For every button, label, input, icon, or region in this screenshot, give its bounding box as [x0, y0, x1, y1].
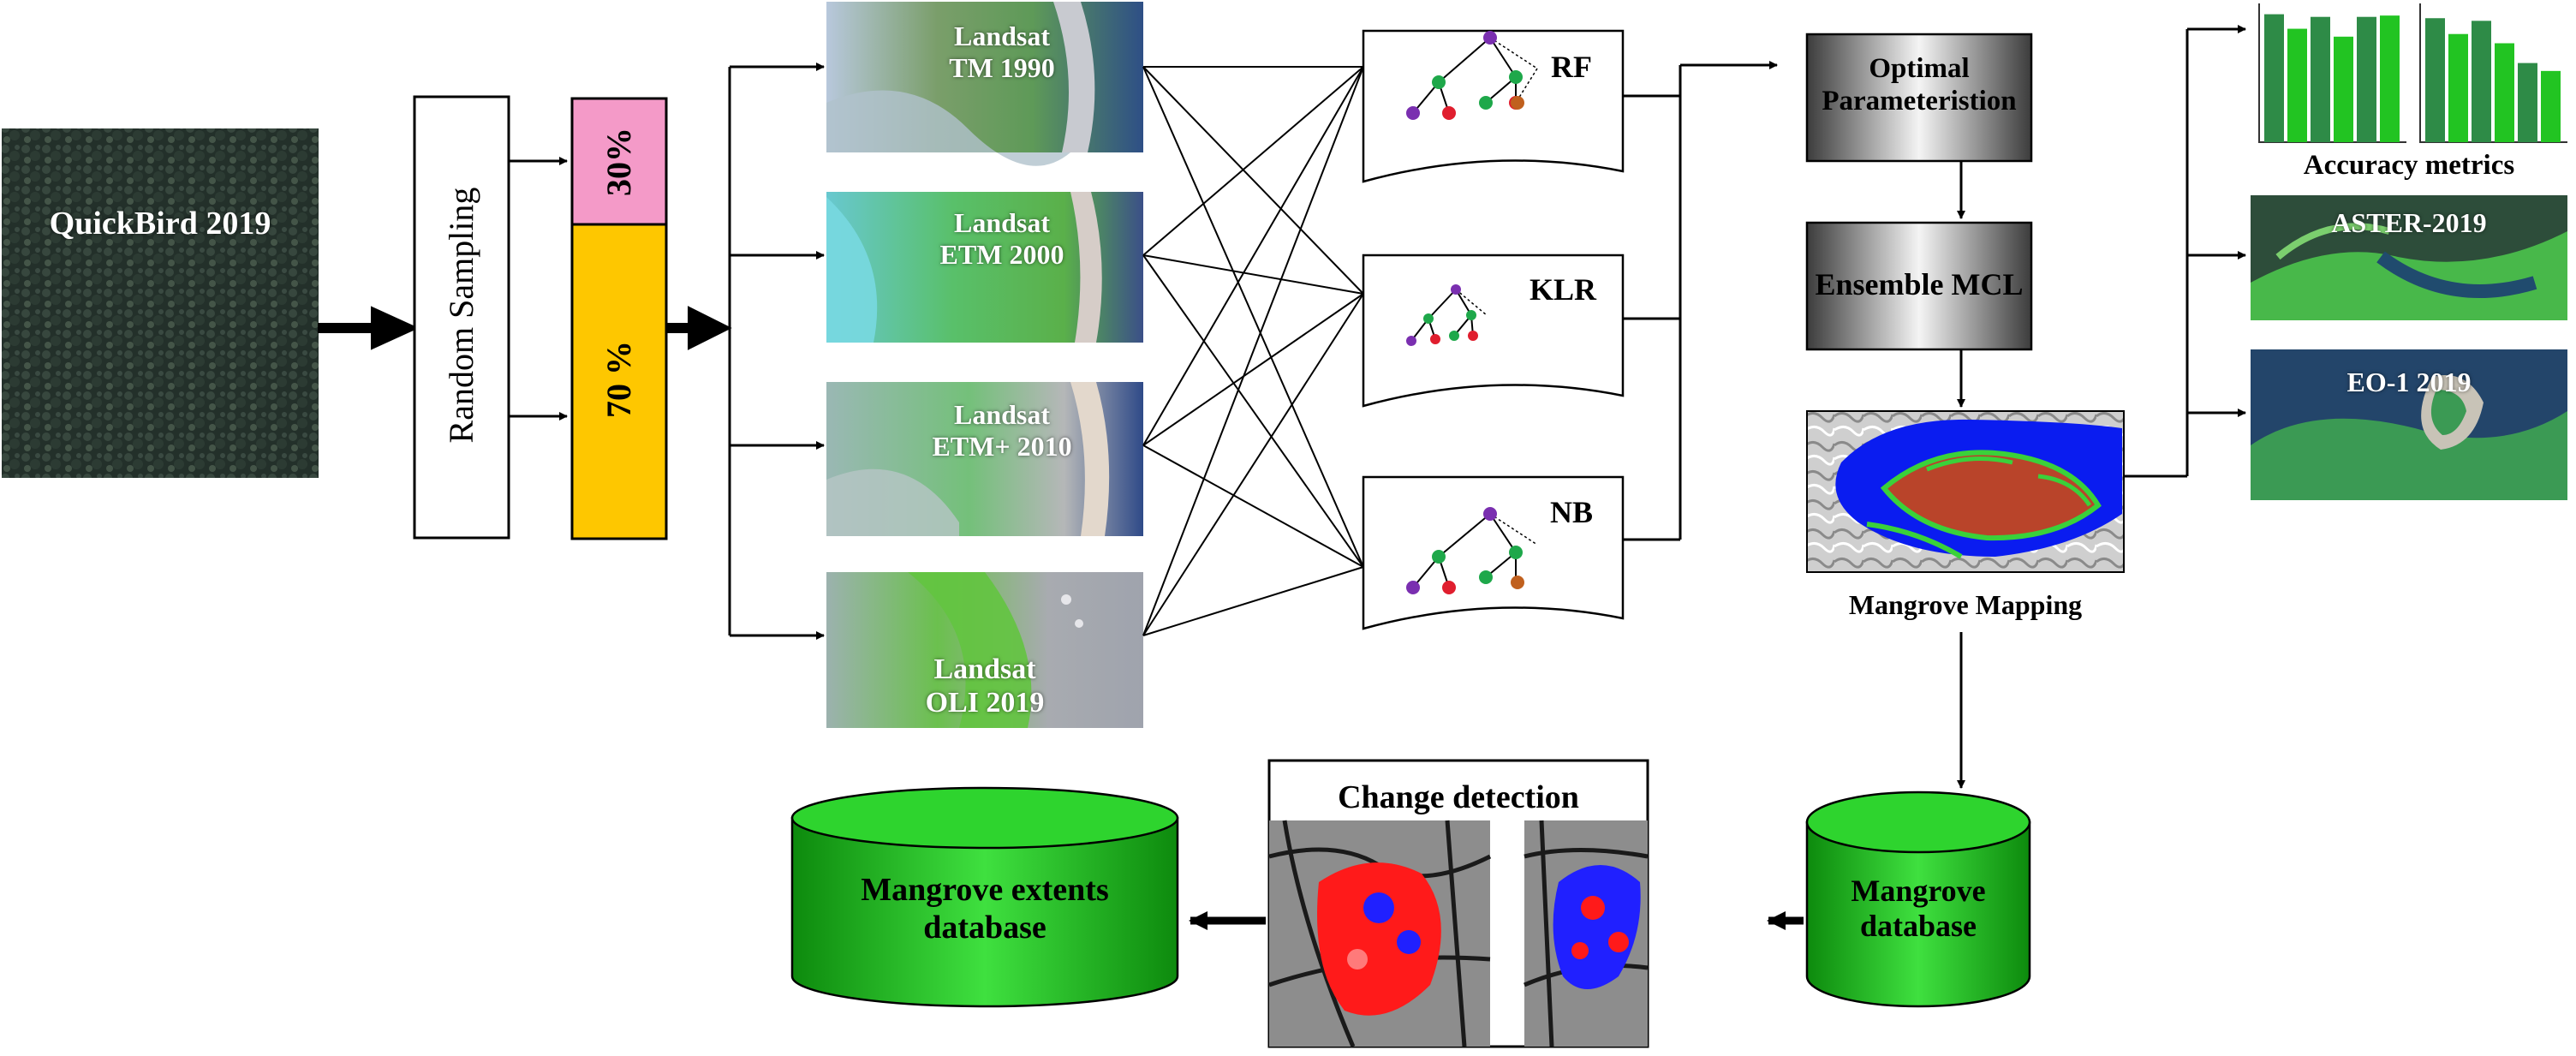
eo1-image — [2251, 349, 2567, 500]
model-doc-klr — [1362, 254, 1625, 408]
split-70-box — [570, 223, 668, 540]
change-map-left — [1268, 820, 1492, 1047]
landsat-image-2010 — [826, 382, 1143, 536]
accuracy-bar — [2541, 70, 2561, 142]
optimal-parameterisation-label: Optimal Parameteristion — [1822, 53, 2017, 116]
validation-bracket — [2124, 25, 2246, 478]
quickbird-label: QuickBird 2019 — [49, 206, 271, 242]
mangrove-extents-database-label: Mangrove extents database — [861, 872, 1109, 946]
accuracy-bar — [2287, 28, 2307, 143]
model-label-nb: NB — [1549, 495, 1593, 529]
accuracy-bar — [2334, 36, 2353, 142]
ensemble-mcl-label: Ensemble MCL — [1815, 267, 2024, 301]
quickbird-image — [2, 128, 319, 478]
accuracy-bar — [2472, 21, 2491, 142]
accuracy-metrics-chart — [2258, 3, 2567, 143]
mangrove-extents-cylinder — [790, 786, 1179, 1008]
landsat-label-2000: Landsat ETM 2000 — [939, 207, 1064, 270]
landsat-image-1990 — [826, 2, 1143, 166]
thick-arrow-split-landsat — [665, 306, 732, 350]
mangrove-database-label: Mangrove database — [1851, 874, 1986, 944]
split-70-label: 70 % — [599, 341, 638, 418]
accuracy-metrics-caption: Accuracy metrics — [2303, 150, 2515, 181]
split-30-label: 30% — [599, 128, 638, 196]
mangrove-mapping-caption: Mangrove Mapping — [1848, 589, 2083, 620]
landsat-label-2010: Landsat ETM+ 2010 — [932, 399, 1072, 462]
model-label-klr: KLR — [1529, 272, 1596, 307]
ensemble-mcl-box — [1805, 221, 2033, 351]
aster-image — [2251, 195, 2567, 320]
landsat-image-2000 — [826, 192, 1143, 343]
model-doc-rf — [1362, 29, 1625, 183]
split-30-box — [570, 97, 668, 226]
mangrove-database-cylinder — [1805, 791, 2031, 1008]
accuracy-bar — [2518, 63, 2537, 142]
mangrove-mapping-image — [1806, 410, 2125, 573]
models-merge-bracket — [1623, 61, 1778, 541]
model-label-rf: RF — [1551, 50, 1592, 84]
thick-arrow-quickbird-sampling — [318, 306, 420, 350]
accuracy-bar — [2264, 14, 2284, 143]
accuracy-bar — [2311, 16, 2330, 143]
accuracy-bar — [2357, 16, 2376, 143]
landsat-model-connections — [1142, 66, 1364, 636]
eo1-label: EO-1 2019 — [2346, 367, 2472, 397]
random-sampling-label: Random Sampling — [442, 187, 480, 444]
accuracy-bar — [2448, 33, 2468, 142]
accuracy-bar — [2380, 15, 2400, 142]
landsat-image-2019 — [826, 572, 1143, 728]
random-sampling-box — [413, 95, 510, 540]
optimal-parameterisation-box — [1805, 33, 2033, 163]
aster-label: ASTER-2019 — [2331, 207, 2487, 238]
landsat-label-2019: Landsat OLI 2019 — [925, 653, 1045, 719]
accuracy-bar — [2425, 18, 2445, 142]
change-detection-label: Change detection — [1338, 779, 1579, 815]
landsat-label-1990: Landsat TM 1990 — [949, 21, 1055, 83]
accuracy-bar — [2495, 43, 2514, 142]
model-doc-nb — [1362, 475, 1625, 630]
change-map-right — [1524, 820, 1649, 1047]
